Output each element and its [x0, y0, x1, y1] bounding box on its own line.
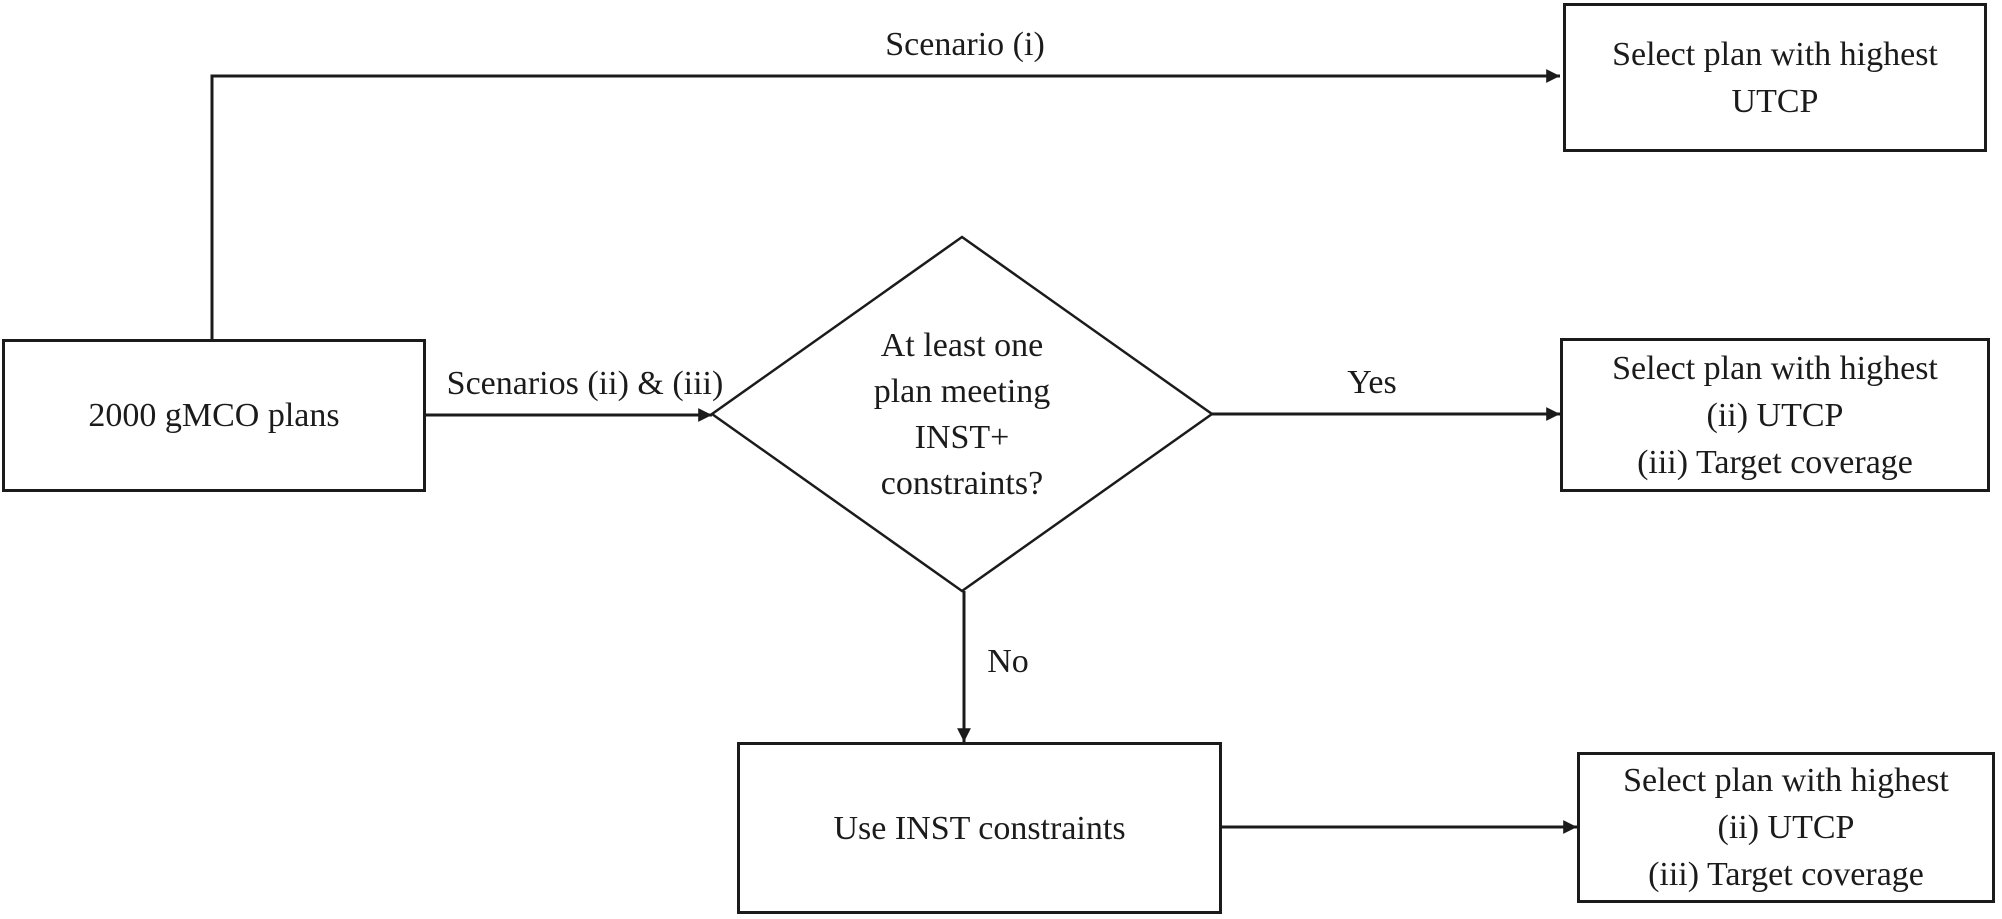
decision-diamond [709, 235, 1215, 593]
start-node: 2000 gMCO plans [2, 339, 426, 492]
result-node-top-line: Select plan with highest [1612, 35, 1938, 73]
edge-label-no: No [987, 643, 1029, 680]
result-node-middle-line: (ii) UTCP [1706, 396, 1844, 434]
edge-label-scenarios-ii-iii: Scenarios (ii) & (iii) [446, 365, 724, 402]
process-node-use-inst: Use INST constraints [737, 742, 1222, 914]
start-node-label: 2000 gMCO plans [88, 397, 340, 434]
result-node-bottom-line: Select plan with highest [1623, 762, 1949, 799]
decision-node-line: INST+ [914, 419, 1010, 456]
result-node-top: Select plan with highest UTCP [1563, 3, 1987, 152]
result-node-bottom-line: (ii) UTCP [1717, 809, 1855, 846]
edge-label-scenario-i: Scenario (i) [885, 26, 1045, 63]
decision-node-line: plan meeting [873, 373, 1051, 410]
result-node-top-line: UTCP [1731, 82, 1819, 120]
process-node-use-inst-label: Use INST constraints [833, 809, 1126, 847]
decision-node: At least one plan meeting INST+ constrai… [802, 318, 1122, 512]
decision-node-line: constraints? [880, 465, 1044, 502]
decision-node-line: At least one [880, 327, 1044, 364]
edge-label-yes: Yes [1347, 364, 1397, 401]
result-node-middle-line: Select plan with highest [1612, 349, 1938, 387]
result-node-bottom-line: (iii) Target coverage [1648, 856, 1924, 893]
result-node-middle: Select plan with highest (ii) UTCP (iii)… [1560, 338, 1990, 492]
result-node-bottom: Select plan with highest (ii) UTCP (iii)… [1577, 752, 1995, 903]
result-node-middle-line: (iii) Target coverage [1637, 443, 1913, 481]
arrow-scenario-i [210, 69, 1560, 339]
